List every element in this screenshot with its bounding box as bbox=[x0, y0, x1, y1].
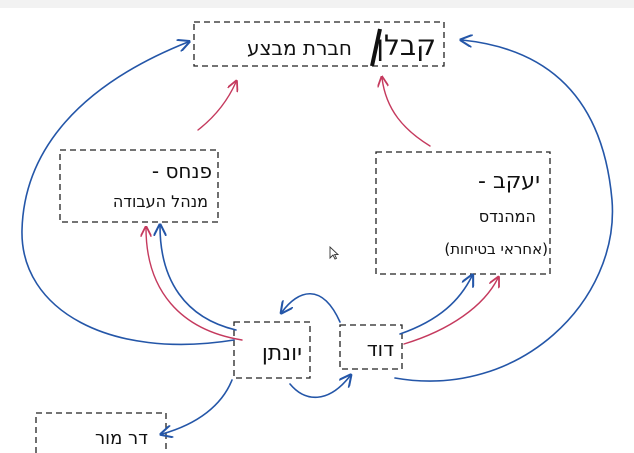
node-contractor-sub: חברת מבצע bbox=[247, 36, 352, 60]
node-yaakov-sub1: המהנדס bbox=[479, 207, 536, 226]
node-david: דוד bbox=[339, 324, 403, 370]
node-pinchas-sub: מנהל העבודה bbox=[113, 192, 208, 211]
node-pinchas-title: פנחס - bbox=[152, 159, 212, 183]
arrow-yonatan-to-contractor bbox=[21, 42, 235, 346]
window-top-strip bbox=[0, 0, 634, 8]
arrow-yonatan-to-pinchas bbox=[160, 226, 237, 331]
arrow-david-to-contractor bbox=[394, 40, 614, 382]
node-yaakov-sub2: (אחראי בטיחות) bbox=[444, 240, 548, 258]
arrow-pinchas-to-contractor bbox=[197, 82, 236, 131]
node-david-title: דוד bbox=[367, 337, 394, 361]
node-david-border bbox=[339, 324, 403, 370]
arrow-david-to-yaakov bbox=[399, 276, 472, 335]
node-yonatan: יונתן bbox=[233, 321, 311, 379]
node-contractor-slash bbox=[370, 28, 382, 67]
arrow-david-to-yaakov-red bbox=[403, 278, 498, 345]
node-dr-mor-title: דר מור bbox=[95, 428, 148, 449]
node-yaakov-title: יעקב - bbox=[478, 169, 540, 194]
node-yonatan-title: יונתן bbox=[262, 341, 302, 366]
node-contractor: קבלן חברת מבצע bbox=[193, 21, 445, 67]
arrow-yonatan-to-pinchas-red bbox=[146, 228, 243, 341]
node-contractor-border bbox=[193, 21, 445, 67]
node-yaakov: יעקב - המהנדס (אחראי בטיחות) bbox=[375, 151, 551, 275]
arrow-yaakov-to-contractor bbox=[382, 78, 431, 147]
node-pinchas-border bbox=[59, 149, 219, 223]
node-pinchas: פנחס - מנהל העבודה bbox=[59, 149, 219, 223]
arrow-yonatan-to-david bbox=[289, 376, 350, 399]
arrow-yonatan-to-dr-mor bbox=[162, 379, 233, 434]
arrow-david-to-yonatan bbox=[282, 292, 341, 323]
node-yonatan-border bbox=[233, 321, 311, 379]
node-dr-mor: דר מור bbox=[35, 412, 167, 453]
mouse-pointer-icon bbox=[329, 246, 339, 260]
node-contractor-main: קבלן bbox=[376, 29, 436, 62]
